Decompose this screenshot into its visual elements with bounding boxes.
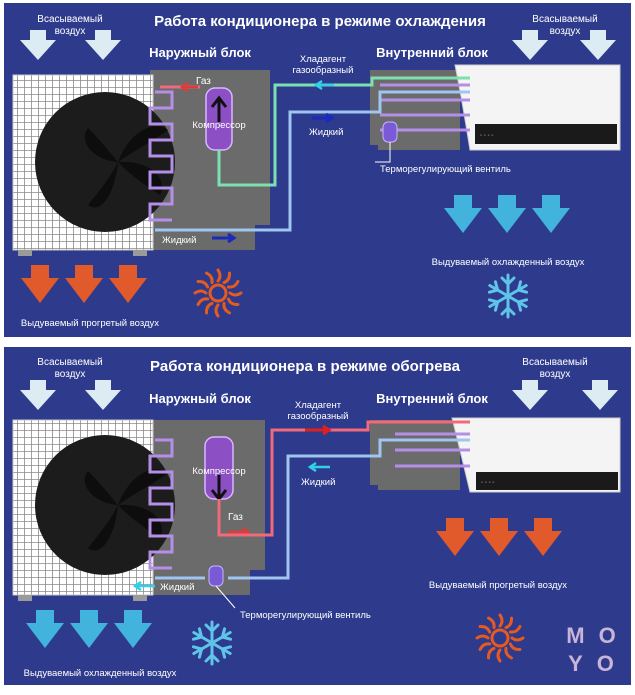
compressor-label: Компрессор (192, 466, 245, 477)
compressor-label: Компрессор (192, 120, 245, 131)
intake-left-label-line1: Всасываемый (37, 14, 102, 25)
valve-icon (382, 121, 398, 143)
intake-left-label-line2: воздух (55, 369, 86, 380)
intake-right-label-line1: Всасываемый (532, 14, 597, 25)
flow-arrow-icon (307, 461, 330, 473)
outdoor-output-label: Выдуваемый прогретый воздух (21, 318, 159, 329)
liquid-line (155, 90, 470, 232)
liquid-label-upper: Жидкий (301, 477, 335, 488)
cold-air-arrows (444, 195, 570, 233)
valve-label: Терморегулирующий вентиль (380, 164, 511, 175)
svg-text:YO: YO (568, 651, 628, 676)
indoor-unit: ◦ ◦ ◦ ◦ (370, 417, 621, 493)
intake-right-label-line1: Всасываемый (522, 357, 587, 368)
gas-line (217, 420, 470, 537)
flow-arrow-icon (312, 112, 335, 124)
flow-arrow-icon (212, 232, 237, 244)
logo: MO YO (566, 623, 629, 676)
warm-air-arrows (436, 518, 562, 556)
indoor-unit-label: Внутренний блок (376, 45, 488, 60)
svg-text:◦ ◦ ◦ ◦: ◦ ◦ ◦ ◦ (481, 480, 495, 486)
liquid-label-lower: Жидкий (160, 582, 194, 593)
flow-arrow-icon (132, 580, 155, 592)
warm-air-arrows (21, 265, 147, 303)
valve-icon (208, 565, 224, 587)
valve-label: Терморегулирующий вентиль (240, 610, 371, 621)
svg-text:MO: MO (566, 623, 629, 648)
refrigerant-gas-label-line2: газообразный (293, 65, 354, 76)
outdoor-unit-label: Наружный блок (149, 45, 251, 60)
indoor-output-label: Выдуваемый охлажденный воздух (432, 257, 585, 268)
liquid-label-lower: Жидкий (162, 235, 196, 246)
outdoor-unit: Компрессор Газ (12, 70, 270, 256)
gas-label: Газ (196, 76, 211, 87)
flow-arrow-icon (313, 79, 334, 91)
svg-text:◦ ◦ ◦ ◦: ◦ ◦ ◦ ◦ (480, 133, 494, 139)
liquid-line (155, 438, 470, 580)
liquid-label-upper: Жидкий (309, 127, 343, 138)
gas-label: Газ (228, 512, 243, 523)
outdoor-output-label: Выдуваемый охлажденный воздух (24, 668, 177, 679)
intake-right-label-line2: воздух (550, 26, 581, 37)
refrigerant-gas-label-line1: Хладагент (295, 400, 342, 411)
panel-title: Работа кондиционера в режиме обогрева (150, 358, 461, 375)
cooling-panel: Работа кондиционера в режиме охлаждения … (4, 3, 631, 337)
indoor-output-label: Выдуваемый прогретый воздух (429, 580, 567, 591)
cold-air-arrows (26, 610, 152, 648)
panel-title: Работа кондиционера в режиме охлаждения (154, 13, 486, 30)
indoor-unit-label: Внутренний блок (376, 391, 488, 406)
gas-line (217, 76, 470, 187)
intake-left-label-line2: воздух (55, 26, 86, 37)
outdoor-unit-label: Наружный блок (149, 391, 251, 406)
fan-grille-icon (35, 92, 175, 232)
fan-grille-icon (35, 435, 175, 575)
outdoor-unit: Компрессор Газ (12, 419, 265, 601)
flow-arrow-icon (305, 424, 332, 436)
heating-panel: Работа кондиционера в режиме обогрева Вс… (4, 347, 631, 685)
intake-right-label-line2: воздух (540, 369, 571, 380)
refrigerant-gas-label-line1: Хладагент (300, 54, 347, 65)
refrigerant-gas-label-line2: газообразный (288, 411, 349, 422)
intake-left-label-line1: Всасываемый (37, 357, 102, 368)
